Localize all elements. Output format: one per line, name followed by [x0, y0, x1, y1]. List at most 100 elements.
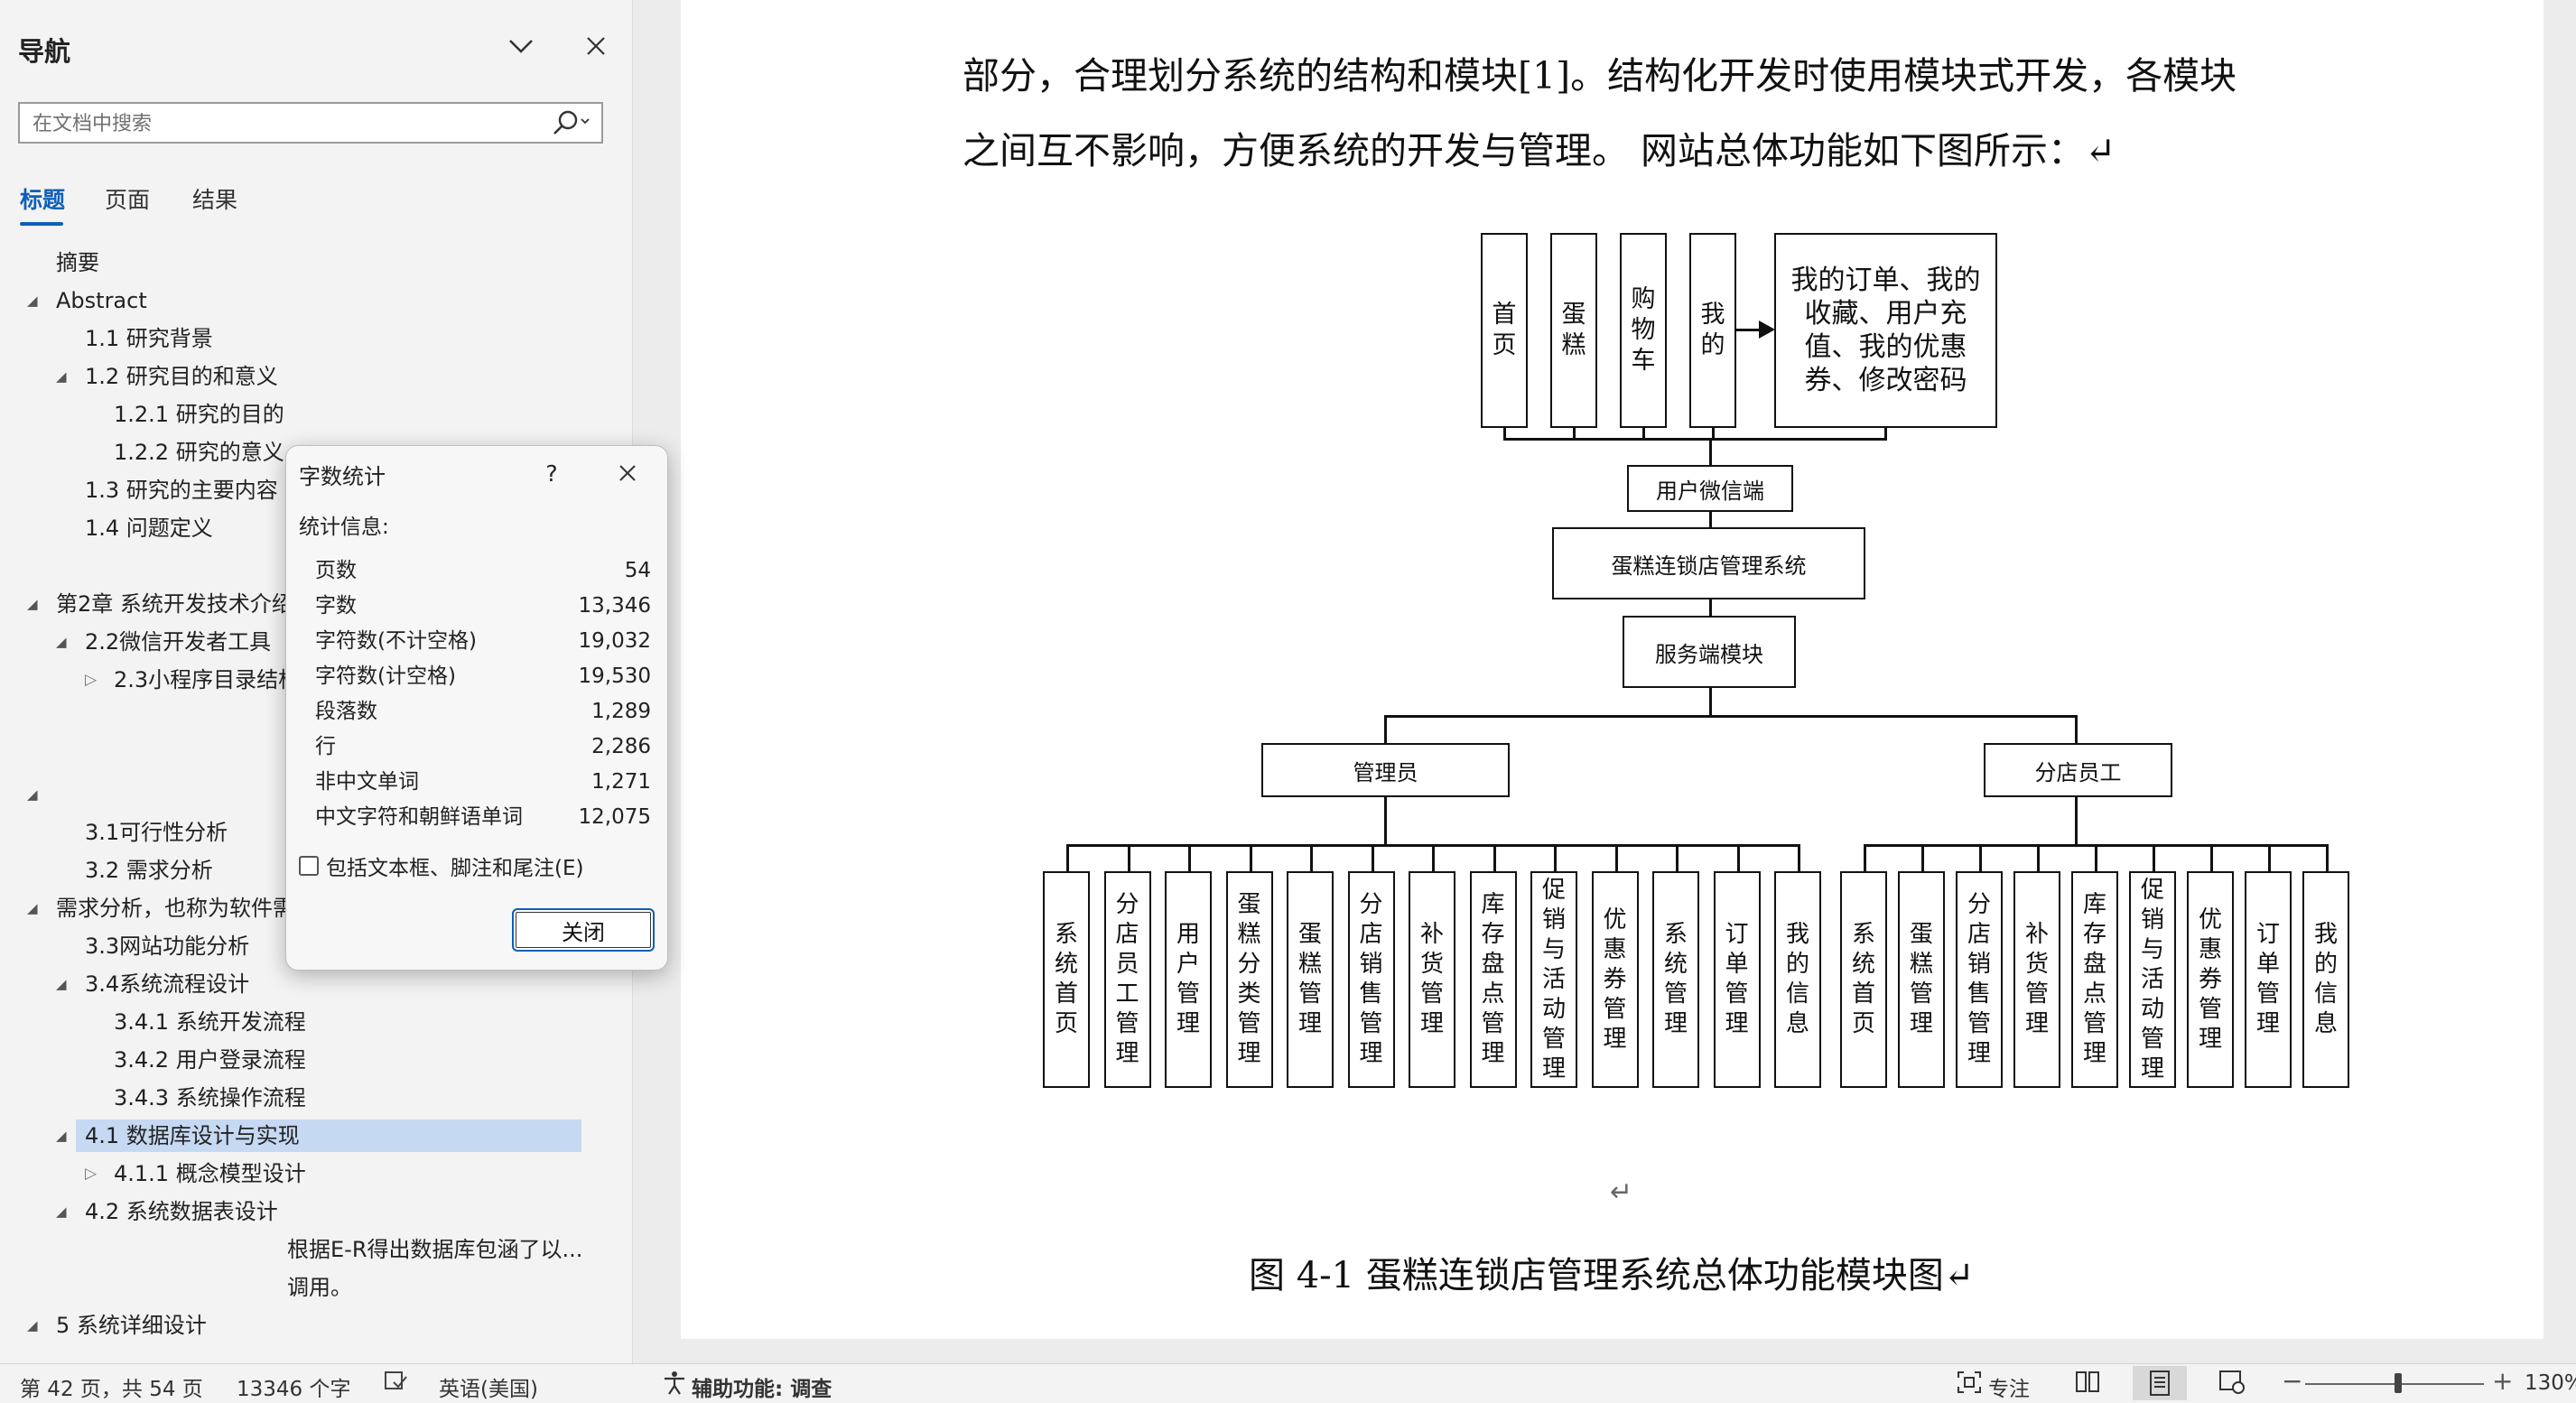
connector-line — [2075, 797, 2078, 844]
connector-line — [1310, 844, 1313, 871]
web-layout-button[interactable] — [2218, 1368, 2250, 1398]
nav-search-button[interactable] — [545, 108, 596, 137]
checkbox-square[interactable] — [299, 856, 319, 876]
arrow-head-icon — [1759, 321, 1775, 339]
diagram-box: 我的 — [1689, 233, 1736, 428]
heading-item[interactable]: 需求分析，也称为软件需求 — [0, 892, 614, 924]
heading-item[interactable]: Abstract — [0, 284, 614, 317]
page-count[interactable]: 第 42 页，共 54 页 — [20, 1378, 203, 1401]
body-text-line[interactable]: 部分，合理划分系统的结构和模块[1]。结构化开发时使用模块式开发，各模块 — [963, 54, 2237, 98]
word-count[interactable]: 13346 个字 — [237, 1378, 351, 1401]
diagram-box: 服务端模块 — [1623, 616, 1796, 688]
connector-line — [1709, 438, 1712, 466]
connector-line — [1709, 688, 1712, 715]
expand-toggle-icon[interactable] — [56, 1195, 67, 1228]
heading-item[interactable]: 3.4.1 系统开发流程 — [114, 1009, 306, 1035]
zoom-out-icon[interactable]: − — [2282, 1366, 2303, 1396]
expand-toggle-icon[interactable] — [27, 1309, 38, 1342]
proofing-icon[interactable] — [383, 1370, 408, 1398]
heading-item[interactable]: 3.4系统流程设计 — [0, 968, 614, 1000]
heading-item[interactable]: 1.2.2 研究的意义 — [114, 440, 284, 465]
help-button[interactable]: ? — [545, 460, 558, 487]
focus-mode[interactable]: 专注 — [1988, 1378, 2030, 1401]
heading-item[interactable]: 3.4.3 系统操作流程 — [114, 1085, 306, 1110]
heading-item[interactable]: 5 系统详细设计 — [0, 1309, 614, 1342]
page-icon — [2150, 1370, 2170, 1396]
print-layout-button[interactable] — [2133, 1366, 2187, 1400]
nav-options-button[interactable] — [501, 26, 541, 66]
expand-toggle-icon[interactable] — [27, 588, 38, 620]
heading-item[interactable]: 2.3小程序目录结构 — [0, 664, 614, 696]
read-mode-button[interactable] — [2073, 1368, 2106, 1398]
connector-line — [1432, 844, 1435, 871]
expand-toggle-icon[interactable] — [56, 1120, 67, 1152]
accessibility-icon — [661, 1370, 688, 1400]
tab-results[interactable]: 结果 — [192, 187, 238, 213]
expand-toggle-icon[interactable] — [56, 360, 67, 393]
connector-line — [1921, 844, 1924, 871]
zoom-in-icon[interactable]: + — [2492, 1366, 2514, 1396]
focus-icon[interactable] — [1956, 1370, 1983, 1400]
heading-item[interactable]: 1.1 研究背景 — [85, 326, 213, 351]
connector-line — [1066, 844, 1069, 871]
dialog-close-button[interactable] — [608, 455, 647, 491]
module-box: 库存盘点管理 — [2071, 871, 2118, 1088]
close-icon — [619, 465, 636, 481]
tab-headings[interactable]: 标题 — [20, 187, 66, 213]
chevron-down-icon — [509, 40, 533, 53]
heading-item[interactable]: 3.2 需求分析 — [85, 858, 213, 883]
module-box: 促销与活动管理 — [1530, 871, 1577, 1088]
stats-section-label: 统计信息: — [299, 516, 389, 539]
connector-line — [2037, 844, 2040, 871]
heading-item[interactable]: 根据E-R得出数据库包涵了以... — [287, 1237, 583, 1262]
heading-item[interactable]: 1.3 研究的主要内容 — [85, 478, 278, 503]
heading-item[interactable]: 1.2.1 研究的目的 — [114, 402, 284, 427]
diagram-box: 蛋糕 — [1550, 233, 1597, 428]
arrow-line — [1736, 329, 1763, 331]
heading-item[interactable]: 3.3网站功能分析 — [85, 934, 250, 959]
heading-item[interactable]: 3.1可行性分析 — [85, 820, 228, 845]
connector-line — [1503, 438, 1887, 441]
expand-toggle-icon[interactable] — [56, 968, 67, 1000]
heading-item-selected[interactable] — [76, 1120, 581, 1152]
close-button[interactable]: 关闭 — [512, 908, 655, 952]
nav-close-button[interactable] — [576, 26, 616, 66]
heading-item[interactable]: 2.2微信开发者工具 — [0, 626, 614, 658]
expand-toggle-icon[interactable] — [27, 892, 38, 924]
figure-caption[interactable]: 图 4-1 蛋糕连锁店管理系统总体功能模块图↵ — [1249, 1255, 1975, 1296]
heading-item[interactable]: 1.2 研究目的和意义 — [0, 360, 614, 393]
expand-toggle-icon[interactable] — [85, 664, 97, 696]
accessibility-status[interactable]: 辅助功能: 调查 — [692, 1378, 832, 1401]
tab-pages[interactable]: 页面 — [105, 187, 151, 213]
expand-toggle-icon[interactable] — [85, 1157, 97, 1190]
language-indicator[interactable]: 英语(美国) — [439, 1378, 538, 1401]
document-page[interactable] — [681, 0, 2543, 1339]
heading-item[interactable]: 调用。 — [287, 1275, 352, 1300]
body-text-line[interactable]: 之间互不影响，方便系统的开发与管理。 网站总体功能如下图所示：↵ — [963, 129, 2116, 172]
zoom-slider-thumb[interactable] — [2395, 1373, 2402, 1393]
expand-toggle-icon[interactable] — [27, 778, 38, 811]
heading-item[interactable]: 摘要 — [56, 250, 99, 275]
connector-line — [1676, 844, 1679, 871]
heading-item[interactable]: 4.1.1 概念模型设计 — [0, 1157, 614, 1190]
module-box: 用户管理 — [1165, 871, 1212, 1088]
expand-toggle-icon[interactable] — [56, 626, 67, 658]
connector-line — [1709, 599, 1712, 616]
heading-item[interactable]: 1.4 问题定义 — [85, 516, 213, 541]
heading-item[interactable]: 4.2 系统数据表设计 — [0, 1195, 614, 1228]
connector-line — [1503, 428, 1506, 439]
nav-search-input[interactable] — [31, 109, 540, 138]
heading-item[interactable]: 4.1 数据库设计与实现 — [0, 1120, 614, 1152]
zoom-level[interactable]: 130% — [2525, 1371, 2576, 1395]
include-textbox-checkbox[interactable]: 包括文本框、脚注和尾注(E) — [299, 850, 583, 881]
connector-line — [2210, 844, 2213, 871]
heading-item[interactable]: 第2章 系统开发技术介绍 — [0, 588, 614, 620]
active-tab-indicator — [20, 222, 63, 226]
connector-line — [1554, 844, 1557, 871]
connector-line — [1864, 844, 1866, 871]
expand-toggle-icon[interactable] — [27, 284, 38, 317]
connector-line — [1127, 844, 1130, 871]
heading-item[interactable]: 3.4.2 用户登录流程 — [114, 1047, 306, 1073]
paragraph-mark: ↵ — [1610, 1176, 1633, 1208]
